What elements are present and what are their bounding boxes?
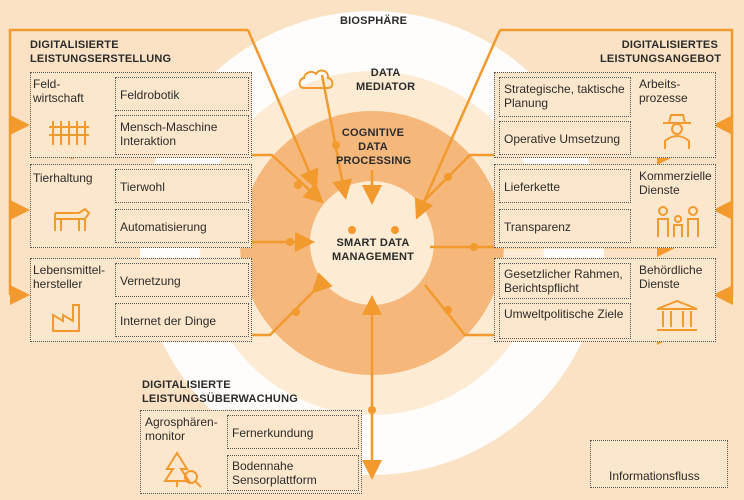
group-lebensmittelhersteller: Lebensmittel-hersteller Vernetzung Inter… [30, 258, 252, 342]
institution-icon [656, 299, 698, 331]
group-feldwirtschaft: Feld-wirtschaft Feldrobotik Mensch-Masch… [30, 72, 252, 158]
group-label: Arbeits-prozesse [639, 77, 688, 105]
tree-search-icon [163, 451, 202, 488]
item-transparenz: Transparenz [499, 209, 631, 243]
wheat-icon [49, 121, 89, 145]
group-agrosphaerenmonitor: Agrosphären-monitor Fernerkundung Bodenn… [140, 410, 362, 494]
legend-label: Informationsfluss [609, 469, 700, 483]
smart-core [310, 181, 434, 305]
legend: Informationsfluss [590, 440, 728, 488]
group-label: Agrosphären-monitor [145, 415, 218, 443]
item-tierwohl: Tierwohl [115, 169, 249, 203]
item-mensch-maschine: Mensch-Maschine Interaktion [115, 115, 249, 155]
item-lieferkette: Lieferkette [499, 169, 631, 203]
item-fernerkundung: Fernerkundung [227, 415, 359, 449]
item-operative-umsetzung: Operative Umsetzung [499, 121, 631, 155]
group-tierhaltung: Tierhaltung Tierwohl Automatisierung [30, 164, 252, 248]
family-icon [657, 206, 699, 237]
item-feldrobotik: Feldrobotik [115, 77, 249, 111]
cow-icon [54, 207, 91, 231]
factory-icon [52, 304, 80, 332]
group-label: Feld-wirtschaft [33, 77, 84, 105]
group-arbeitsprozesse: Strategische, taktische Planung Operativ… [494, 72, 716, 158]
item-internet-der-dinge: Internet der Dinge [115, 303, 249, 337]
item-gesetzlicher-rahmen: Gesetzlicher Rahmen, Berichtspflicht [499, 263, 631, 299]
item-umweltpolitische-ziele: Umweltpolitische Ziele [499, 303, 631, 339]
item-bodennahe-sensorplattform: Bodennahe Sensorplattform [227, 455, 359, 491]
biosphere-label: BIOSPHÄRE [340, 15, 408, 27]
group-behoerdliche-dienste: Gesetzlicher Rahmen, Berichtspflicht Umw… [494, 258, 716, 342]
item-vernetzung: Vernetzung [115, 263, 249, 297]
group-label: Tierhaltung [33, 171, 93, 185]
farmer-icon [663, 114, 691, 149]
cloud-icon [298, 69, 334, 89]
item-automatisierung: Automatisierung [115, 209, 249, 243]
item-strategische-planung: Strategische, taktische Planung [499, 77, 631, 117]
group-label: Lebensmittel-hersteller [33, 263, 106, 291]
